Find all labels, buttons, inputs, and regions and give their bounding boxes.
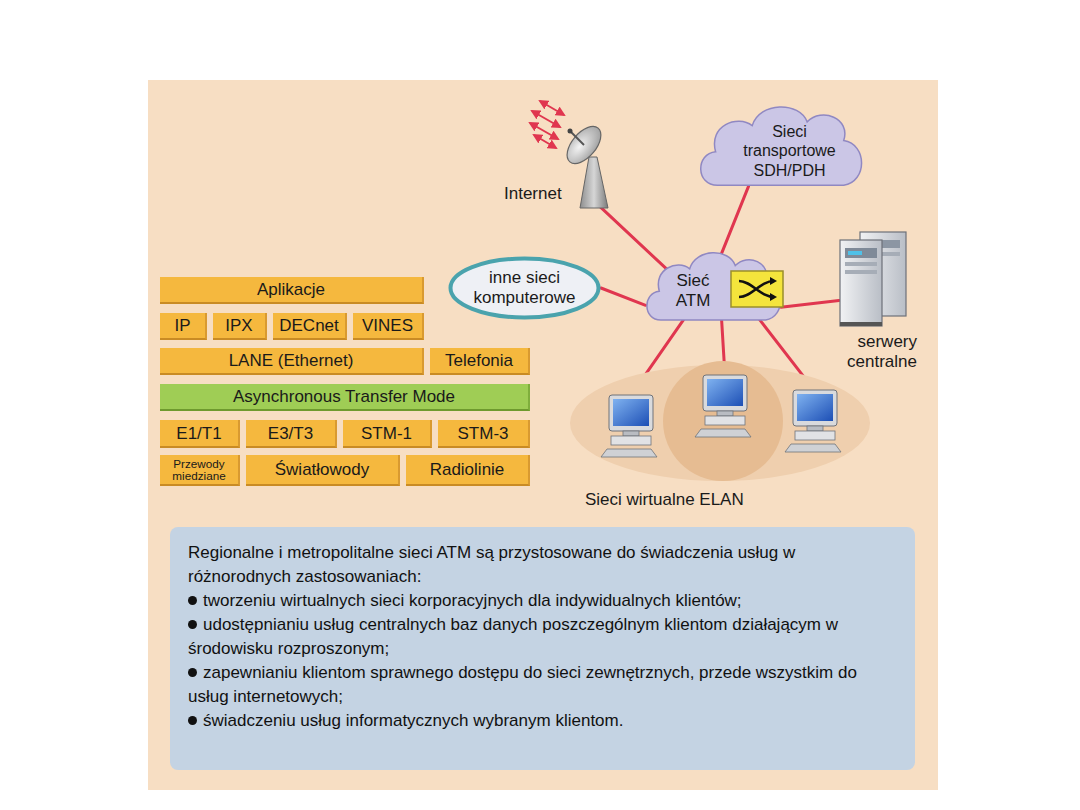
computer-icon bbox=[601, 395, 657, 457]
computer-icon bbox=[785, 390, 841, 452]
node-label: Internet bbox=[504, 184, 615, 204]
band-label: E1/T1 bbox=[176, 425, 221, 442]
atm-switch-icon bbox=[730, 270, 784, 308]
network-link bbox=[781, 301, 839, 308]
bullet-item: świadczeniu usług informatycznych wybran… bbox=[188, 709, 895, 733]
server-display bbox=[848, 251, 862, 255]
elan-illustration bbox=[565, 355, 875, 485]
node-label: Sieć ATM bbox=[658, 271, 728, 312]
bullet-text: świadczeniu usług informatycznych wybran… bbox=[203, 711, 623, 730]
protocol-band: IP bbox=[160, 313, 207, 340]
elan-region: Sieci wirtualne ELAN bbox=[565, 355, 875, 515]
band-label: E3/T3 bbox=[268, 425, 313, 442]
dish-feed bbox=[570, 131, 584, 145]
bullet-dot bbox=[188, 716, 197, 725]
protocol-band: Światłowody bbox=[246, 455, 400, 486]
server-icon bbox=[818, 228, 923, 328]
protocol-band: STM-1 bbox=[343, 420, 432, 448]
band-label: STM-1 bbox=[361, 425, 412, 442]
bullet-dot bbox=[188, 668, 197, 677]
protocol-band: E3/T3 bbox=[246, 420, 337, 448]
server-bay bbox=[845, 262, 877, 266]
bullet-item: tworzeniu wirtualnych sieci korporacyjny… bbox=[188, 589, 895, 613]
band-label: LANE (Ethernet) bbox=[229, 352, 354, 369]
band-label: Przewody miedziane bbox=[160, 458, 238, 481]
atm-network-cloud: Sieć ATM bbox=[638, 240, 790, 336]
server-node: serwery centralne bbox=[818, 228, 923, 373]
bullet-item: udostępnianiu usług centralnych baz dany… bbox=[188, 613, 895, 661]
info-box: Regionalne i metropolitalne sieci ATM są… bbox=[170, 527, 915, 770]
protocol-band: Aplikacje bbox=[160, 277, 424, 304]
network-link bbox=[600, 207, 668, 271]
node-label: Sieci wirtualne ELAN bbox=[585, 490, 875, 510]
switch-box bbox=[731, 271, 783, 307]
protocol-band: IPX bbox=[213, 313, 267, 340]
node-label: Sieci transportowe SDH/PDH bbox=[734, 122, 846, 180]
computer-icon bbox=[695, 375, 751, 437]
bullet-item: zapewnianiu klientom sprawnego dostępu d… bbox=[188, 661, 895, 709]
band-label: IP bbox=[174, 317, 190, 334]
band-label: IPX bbox=[225, 317, 252, 334]
node-label: inne sieci komputerowe bbox=[469, 268, 581, 307]
cloud-shape bbox=[647, 253, 781, 320]
dish-bowl bbox=[561, 120, 608, 169]
bullet-dot bbox=[188, 620, 197, 629]
protocol-band: Telefonia bbox=[430, 348, 530, 375]
transport-network-cloud: Sieci transportowe SDH/PDH bbox=[690, 92, 873, 204]
bullet-text: udostępnianiu usług centralnych baz dany… bbox=[188, 615, 838, 658]
protocol-band: STM-3 bbox=[438, 420, 530, 448]
network-link bbox=[601, 288, 646, 305]
protocol-band: Radiolinie bbox=[406, 455, 530, 486]
protocol-band: Przewody miedziane bbox=[160, 455, 240, 486]
protocol-band: VINES bbox=[353, 313, 424, 340]
cloud-shape bbox=[701, 107, 862, 185]
band-label: Asynchronous Transfer Mode bbox=[233, 387, 455, 407]
node-label: serwery centralne bbox=[818, 332, 917, 373]
protocol-band: LANE (Ethernet) bbox=[160, 348, 424, 375]
dish-pedestal bbox=[580, 157, 608, 208]
switch-arrowheads bbox=[770, 277, 777, 301]
server-foot bbox=[840, 322, 882, 326]
signal-arrows bbox=[530, 101, 564, 148]
server-bay bbox=[845, 270, 877, 274]
band-label: VINES bbox=[362, 317, 413, 334]
band-label: Telefonia bbox=[445, 352, 513, 369]
network-ellipse: inne sieci komputerowe bbox=[448, 256, 601, 320]
bullet-dot bbox=[188, 596, 197, 605]
internet-node: Internet bbox=[500, 95, 615, 210]
server-tower bbox=[840, 240, 882, 326]
protocol-band: DECnet bbox=[273, 313, 347, 340]
info-paragraph: Regionalne i metropolitalne sieci ATM są… bbox=[188, 541, 895, 589]
bullet-text: zapewnianiu klientom sprawnego dostępu d… bbox=[188, 663, 857, 706]
network-link bbox=[722, 186, 749, 253]
band-label: DECnet bbox=[279, 317, 339, 334]
server-bay bbox=[845, 248, 877, 258]
band-label: Aplikacje bbox=[257, 281, 325, 298]
band-label: Światłowody bbox=[275, 461, 370, 478]
bullet-text: tworzeniu wirtualnych sieci korporacyjny… bbox=[203, 591, 742, 610]
band-label: STM-3 bbox=[458, 425, 509, 442]
protocol-band: E1/T1 bbox=[160, 420, 240, 448]
band-label: Radiolinie bbox=[430, 461, 505, 478]
protocol-layer-band: Asynchronous Transfer Mode bbox=[160, 384, 530, 411]
ellipse-shape bbox=[451, 259, 599, 318]
switch-cross bbox=[739, 281, 774, 297]
dish-feed-head bbox=[568, 129, 573, 134]
elan-region-shape bbox=[663, 361, 783, 481]
